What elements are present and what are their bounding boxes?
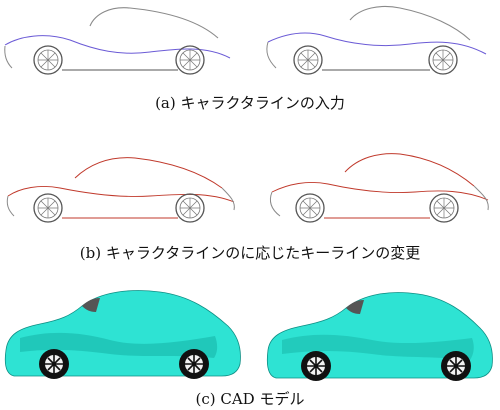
body-crease-shadow [20,332,218,358]
body-character-line [267,32,487,55]
body-key-line [7,185,235,203]
caption-c: (c) CAD モデル [195,390,305,408]
sketch-b-right [269,153,489,223]
cad-model-right [266,292,493,381]
sketch-b-left [6,157,235,223]
rear-wheel [179,349,209,379]
roof-key-line [344,153,475,187]
front-outline [269,191,281,217]
caption-a: (a) キャラクタラインの入力 [155,94,345,112]
body-crease-shadow [282,334,474,360]
window-shadow [82,298,100,312]
roof-key-line [74,157,223,189]
body-key-line [271,181,489,201]
front-outline [266,41,277,69]
body-character-line [4,35,231,59]
roof-character-line [89,7,219,39]
front-wheel [33,193,63,223]
front-wheel [301,351,331,381]
front-outline [6,195,15,217]
caption-b: (b) キャラクタラインのに応じたキーラインの変更 [79,244,421,262]
roof-character-line [349,5,471,41]
sketch-a-left [4,7,231,75]
rear-outline [221,187,235,211]
rear-wheel [429,193,459,223]
front-wheel [39,349,69,379]
front-wheel [33,45,63,75]
front-outline [4,45,13,69]
cad-model-left [4,290,241,379]
rear-outline [473,185,489,211]
rear-wheel [441,351,471,381]
front-wheel [293,45,323,75]
rear-wheel [175,45,205,75]
front-wheel [295,193,325,223]
rear-wheel [175,193,205,223]
window-shadow [346,300,364,314]
rear-wheel [428,45,458,75]
sketch-a-right [266,5,487,75]
